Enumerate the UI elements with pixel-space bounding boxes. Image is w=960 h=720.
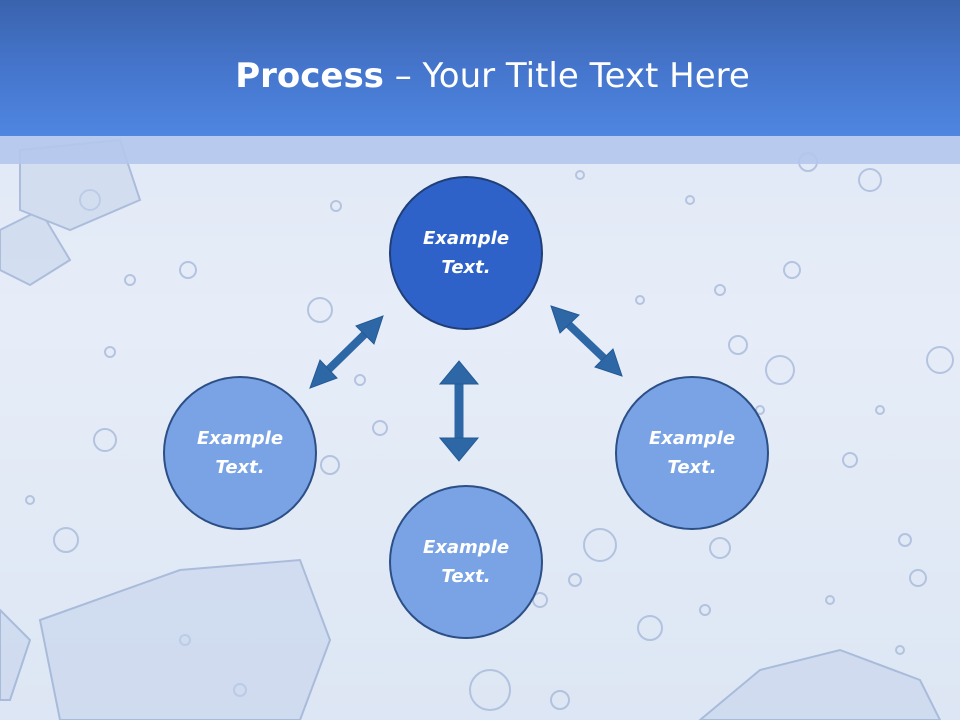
title-rest: – Your Title Text Here <box>383 56 750 96</box>
arrow-left-diagonal <box>309 315 384 389</box>
process-node-bottom: Example Text. <box>389 485 543 639</box>
slide-title: Process – Your Title Text Here <box>0 54 960 98</box>
process-node-left-label: Example Text. <box>196 428 284 478</box>
process-node-left: Example Text. <box>163 376 317 530</box>
header-band <box>0 136 960 164</box>
process-node-bottom-label: Example Text. <box>422 537 510 587</box>
process-node-right: Example Text. <box>615 376 769 530</box>
process-node-right-label: Example Text. <box>648 428 736 478</box>
arrow-vertical <box>438 360 480 462</box>
title-bold: Process <box>235 56 384 96</box>
process-node-top: Example Text. <box>389 176 543 330</box>
arrow-right-diagonal <box>550 305 623 377</box>
process-node-top-label: Example Text. <box>422 228 510 278</box>
header-bar <box>0 0 960 136</box>
